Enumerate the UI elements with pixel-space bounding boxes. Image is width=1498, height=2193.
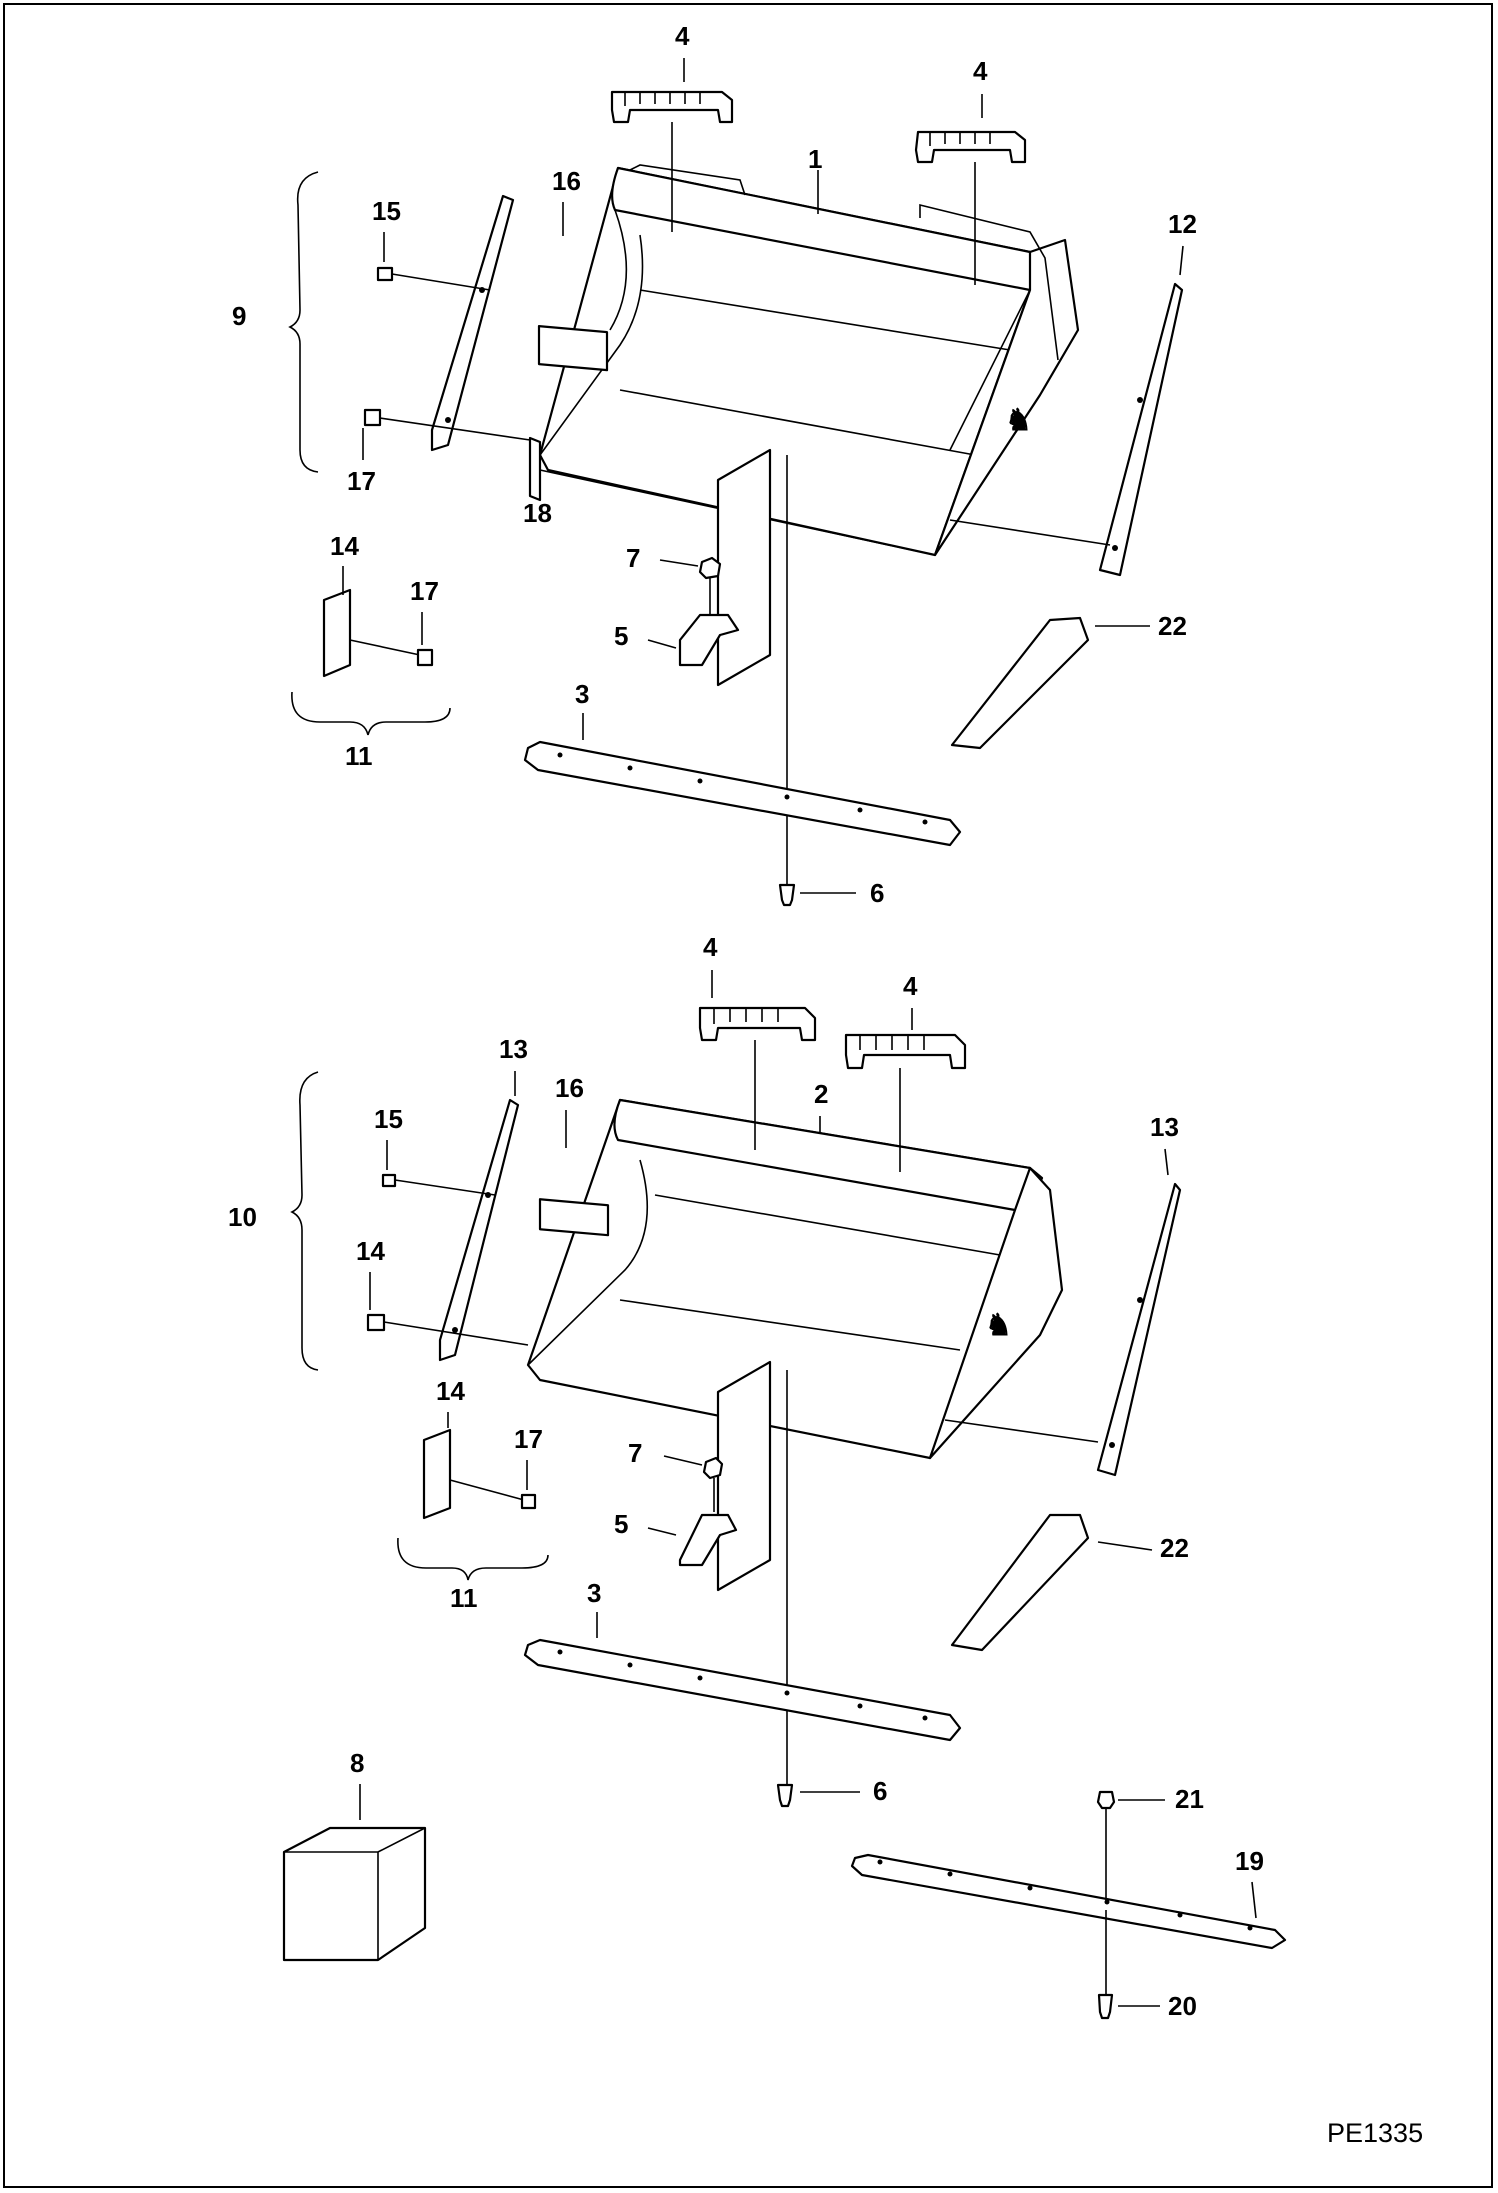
lower-bucket-logo-icon: ♞ — [985, 1309, 1012, 1342]
box — [282, 1826, 427, 1962]
upper-label-plate-16: 16 — [552, 166, 581, 196]
lower-label-kit-10: 10 — [228, 1202, 257, 1232]
upper-bucket: ♞ — [538, 164, 1080, 557]
upper-label-pad-bolt-17: 17 — [410, 576, 439, 606]
lower-label-side-plate-13: 13 — [499, 1034, 528, 1064]
upper-label-pad-kit-11: 11 — [345, 741, 373, 771]
lower-label-bucket: 2 — [814, 1079, 828, 1109]
lower-label-edge-19: 19 — [1235, 1846, 1264, 1876]
lower-label-pad-14: 14 — [436, 1376, 465, 1406]
lower-label-bolt-14: 14 — [356, 1236, 385, 1266]
lower-label-skid-shoe-22: 22 — [1160, 1533, 1189, 1563]
upper-label-skid-shoe-22: 22 — [1158, 611, 1187, 641]
upper-label-pad-14: 14 — [330, 531, 359, 561]
lower-label-nut-21: 21 — [1175, 1784, 1204, 1814]
bolt-on-edge — [850, 1853, 1287, 1950]
upper-label-nut-7: 7 — [626, 543, 640, 573]
lower-label-teeth-right: 4 — [903, 971, 918, 1001]
upper-assembly: ♞ — [288, 90, 1184, 907]
lower-label-tooth-5: 5 — [614, 1509, 628, 1539]
upper-labels: 4 4 1 16 15 9 17 18 12 7 5 14 17 11 3 6 … — [232, 21, 1197, 908]
lower-label-plate-16: 16 — [555, 1073, 584, 1103]
lower-label-teeth-left: 4 — [703, 932, 718, 962]
lower-label-pad-bolt-17: 17 — [514, 1424, 543, 1454]
upper-teeth-strip-left — [610, 90, 734, 124]
upper-side-plate-left — [430, 194, 515, 452]
lower-label-box-8: 8 — [350, 1748, 364, 1778]
lower-teeth-strip-left — [698, 1006, 817, 1042]
upper-label-cutting-edge-3: 3 — [575, 679, 589, 709]
upper-label-side-plate-12: 12 — [1168, 209, 1197, 239]
lower-label-bolt-15: 15 — [374, 1104, 403, 1134]
lower-label-plow-bolt-6: 6 — [873, 1776, 887, 1806]
lower-assembly: ♞ — [282, 1006, 1287, 2020]
lower-teeth-strip-right — [844, 1033, 967, 1070]
lower-label-side-plate-13-right: 13 — [1150, 1112, 1179, 1142]
upper-label-bolt-17: 17 — [347, 466, 376, 496]
lower-side-plate-left — [438, 1098, 520, 1362]
upper-side-plate-right — [1098, 282, 1184, 577]
lower-label-pad-kit-11: 11 — [450, 1583, 478, 1613]
lower-label-nut-7: 7 — [628, 1438, 642, 1468]
lower-side-plate-right — [1096, 1182, 1182, 1477]
lower-bucket: ♞ — [526, 1098, 1064, 1460]
upper-label-bucket: 1 — [808, 144, 822, 174]
lower-labels: 4 4 2 13 16 15 10 14 13 14 17 7 5 11 3 6… — [228, 932, 1264, 2021]
upper-label-teeth-right: 4 — [973, 56, 988, 86]
upper-label-bolt-15: 15 — [372, 196, 401, 226]
figure-code: PE1335 — [1327, 2118, 1423, 2148]
upper-teeth-strip-right — [914, 130, 1027, 164]
upper-label-teeth-left: 4 — [675, 21, 690, 51]
upper-label-tooth-5: 5 — [614, 621, 628, 651]
upper-label-kit-9: 9 — [232, 301, 246, 331]
upper-label-18: 18 — [523, 498, 552, 528]
lower-label-cutting-edge-3: 3 — [587, 1578, 601, 1608]
upper-bucket-logo-icon: ♞ — [1005, 404, 1032, 437]
upper-label-plow-bolt-6: 6 — [870, 878, 884, 908]
figure-border — [3, 3, 1493, 2188]
lower-label-bolt-20: 20 — [1168, 1991, 1197, 2021]
